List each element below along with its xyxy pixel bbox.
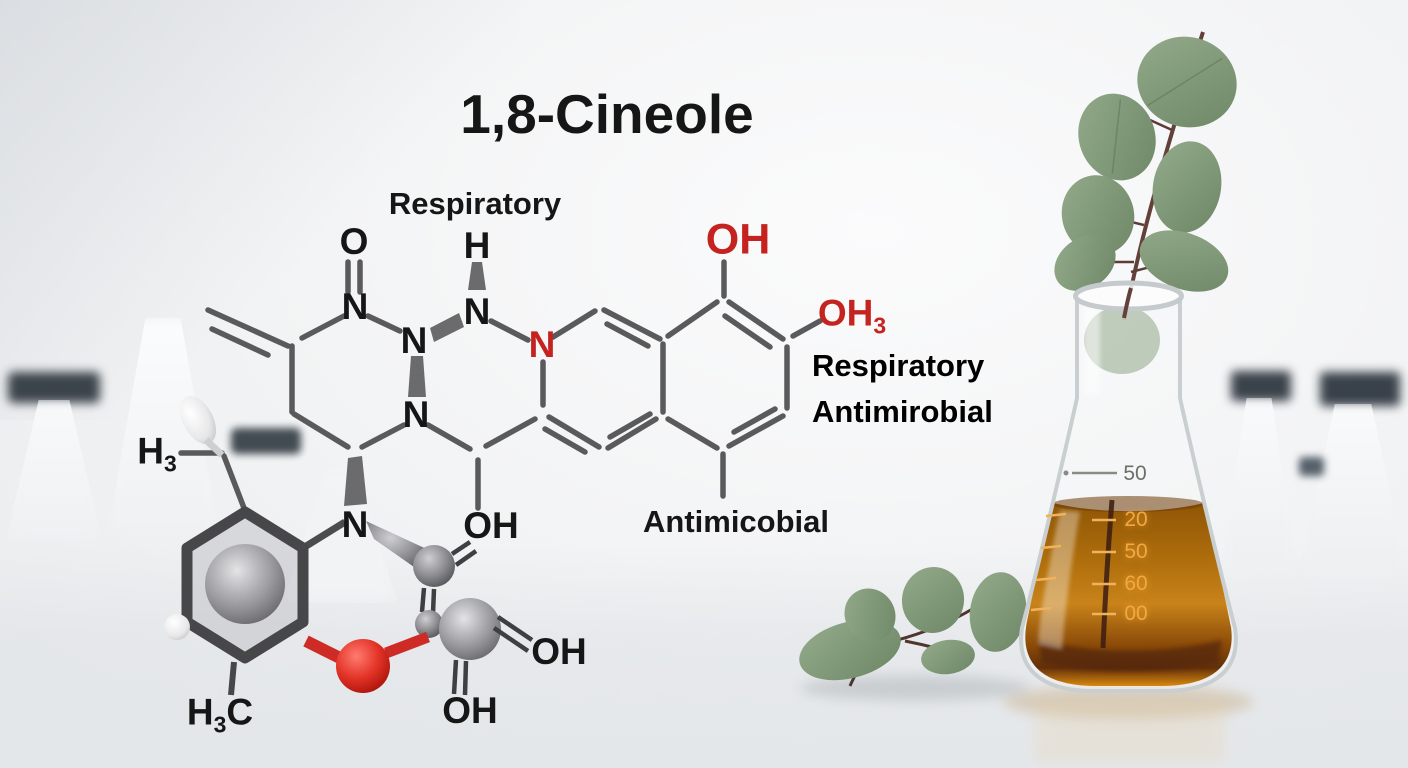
- flask-graduation-liquid-4: 00: [1124, 602, 1148, 625]
- atom-label-o: O: [339, 221, 369, 262]
- atom-label-n1: N: [341, 286, 369, 327]
- atom-label-n2: N: [400, 320, 428, 361]
- atom-label-n5: N: [402, 394, 430, 435]
- atom-label-h: H: [463, 225, 491, 266]
- background-flask-cap-right2: [1320, 372, 1400, 406]
- table-eucalyptus-sprig: [799, 567, 1030, 701]
- atom-label-oh-right: OH: [531, 631, 587, 672]
- flask-graduation-liquid-2: 50: [1124, 540, 1148, 563]
- atom-label-n8: N: [341, 504, 369, 545]
- flask-graduation-liquid-3: 60: [1124, 572, 1148, 595]
- flask-graduation-50: 50: [1123, 462, 1147, 485]
- annotation-antimicobial-bottom: Antimicobial: [642, 504, 830, 539]
- atom-label-oh-red: OH: [705, 215, 771, 264]
- atom-label-oh-mid: OH: [463, 505, 519, 546]
- flask-graduation-liquid-1: 20: [1124, 508, 1148, 531]
- annotation-respiratory-right: Respiratory: [812, 348, 985, 383]
- atom-label-oh-bottom: OH: [442, 690, 498, 731]
- bond-skeleton: [178, 259, 823, 511]
- ball-and-stick-cluster: [164, 395, 534, 696]
- erlenmeyer-flask: [1003, 280, 1253, 762]
- annotation-respiratory-top: Respiratory: [388, 186, 562, 221]
- atom-label-h3c: H3C: [186, 691, 254, 738]
- atom-label-n3: N: [463, 291, 491, 332]
- background-small-item: [1299, 457, 1324, 476]
- atom-label-h3: H3: [137, 430, 177, 477]
- wedge-bonds: [344, 262, 486, 506]
- atom-label-n-red: N: [528, 324, 556, 365]
- eucalyptus-branch: [1054, 31, 1237, 321]
- annotation-respiratory-antimirobial: Respiratory Antimirobial: [812, 343, 993, 435]
- atom-label-oh3-red: OH3: [817, 292, 887, 339]
- annotation-antimirobial-right: Antimirobial: [812, 394, 993, 429]
- background-flask-cap-left: [8, 372, 100, 403]
- page-title: 1,8-Cineole: [460, 83, 754, 145]
- background-flask-cap-right1: [1231, 371, 1291, 401]
- background-dark-bar: [231, 428, 301, 454]
